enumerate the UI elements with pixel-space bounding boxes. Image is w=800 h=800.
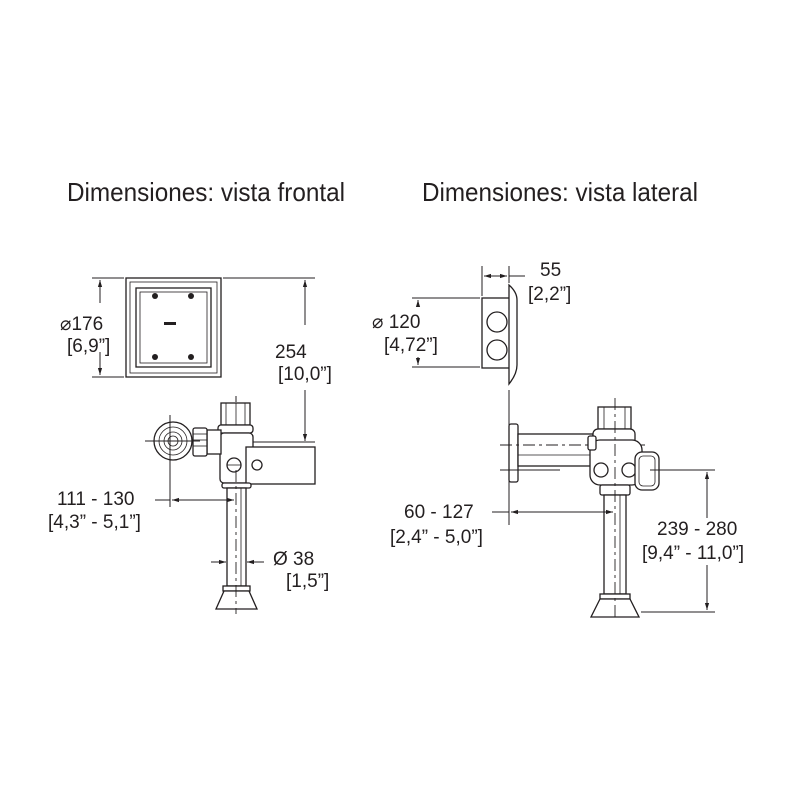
side-flush-valve <box>500 398 660 620</box>
side-view-drawing <box>412 266 715 620</box>
front-offset-mm: 111 - 130 <box>57 489 134 510</box>
front-view-title: Dimensiones: vista frontal <box>67 177 345 207</box>
front-plate-size-mm: ⌀176 <box>60 314 103 335</box>
front-cover-plate <box>125 277 222 378</box>
side-height-mm: 239 - 280 <box>657 519 737 540</box>
side-cover-plate <box>481 283 518 386</box>
pipe-diameter-mm: Ø 38 <box>273 549 314 570</box>
pipe-diameter-in: [1,5”] <box>286 571 329 592</box>
side-depth-in: [2,2”] <box>528 284 571 305</box>
side-wall-offset-mm: 60 - 127 <box>404 502 474 523</box>
side-wall-offset-in: [2,4” - 5,0”] <box>390 527 483 548</box>
side-depth-mm: 55 <box>540 260 561 281</box>
front-flush-valve <box>145 396 316 614</box>
front-height-in: [10,0”] <box>278 364 332 385</box>
front-height-mm: 254 <box>275 342 307 363</box>
front-plate-size-in: [6,9”] <box>67 336 110 357</box>
side-plate-size-mm: ⌀ 120 <box>372 312 420 333</box>
side-plate-size-in: [4,72”] <box>384 335 438 356</box>
side-height-in: [9,4” - 11,0”] <box>642 543 744 564</box>
front-offset-in: [4,3” - 5,1”] <box>48 512 141 533</box>
front-view-drawing <box>92 277 316 614</box>
side-view-title: Dimensiones: vista lateral <box>422 177 698 207</box>
